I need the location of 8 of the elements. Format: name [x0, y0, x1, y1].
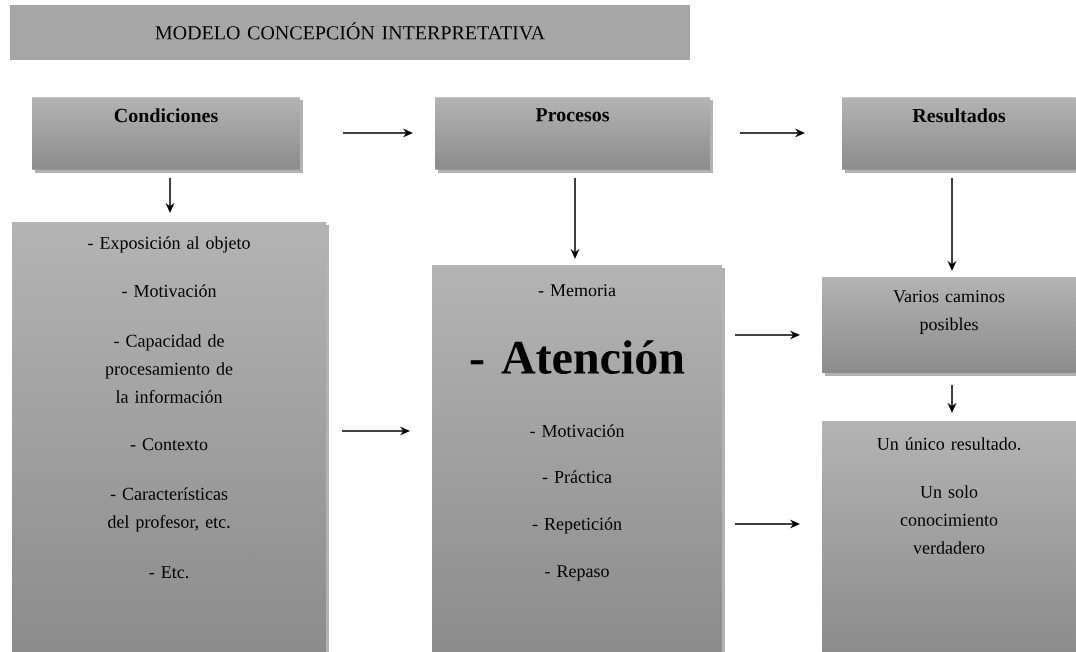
result-box: Varios caminos posibles: [822, 277, 1076, 376]
title-box: MODELO CONCEPCIÓN INTERPRETATIVA: [10, 5, 690, 60]
list-box: - Memoria - Atención - Motivación - Práctica - Repetición - Repaso: [432, 265, 725, 652]
heading-box: Procesos: [435, 97, 713, 173]
list-box: - Exposición al objeto - Motivación - Capacidad de procesamiento de la información - Contexto - Características del profesor, etc. - Etc.: [12, 222, 329, 652]
result-box: Un único resultado. Un solo conocimiento verdadero: [822, 421, 1076, 652]
heading-box: Resultados: [842, 97, 1076, 173]
heading-box: Condiciones: [32, 97, 303, 173]
